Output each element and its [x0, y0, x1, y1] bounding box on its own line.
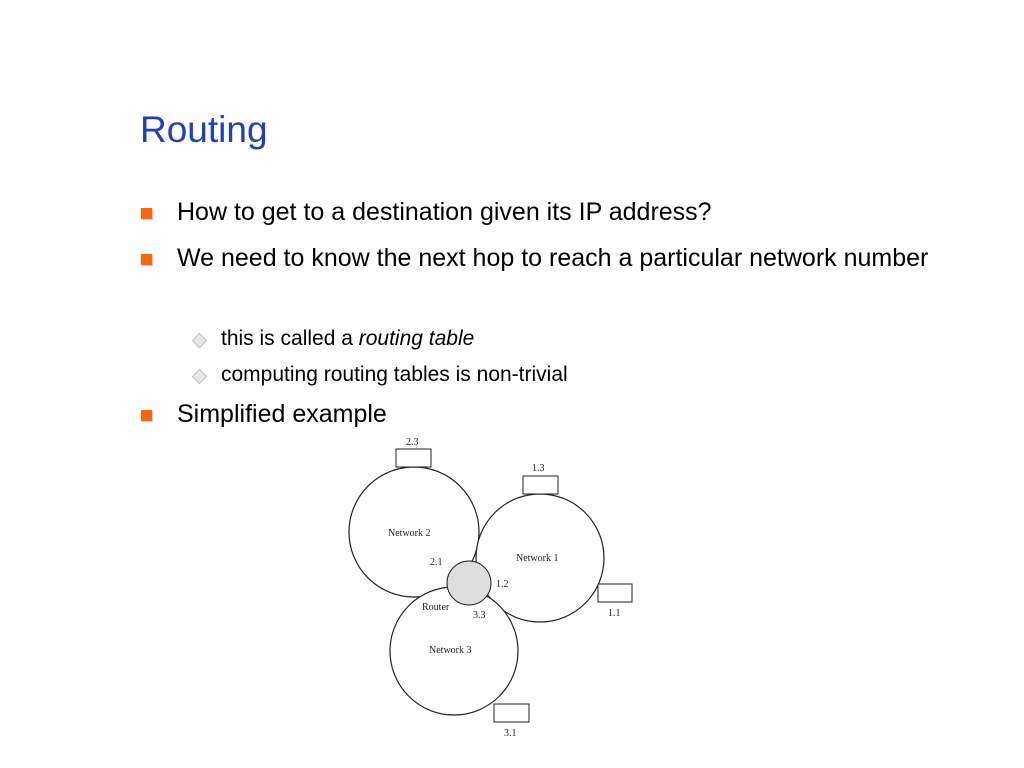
router-circle	[446, 560, 492, 606]
host-box-2-3	[395, 448, 432, 468]
host-box-1-1	[597, 583, 633, 603]
bullet-text: Simplified example	[177, 400, 387, 428]
square-bullet-icon	[141, 254, 152, 265]
host-label-3-1: 3.1	[504, 728, 517, 739]
bullet-text: We need to know the next hop to reach a …	[177, 244, 929, 272]
interface-label-2-1: 2.1	[430, 557, 443, 568]
sub-bullet-item: this is called a routing table	[191, 324, 892, 354]
host-label-1-1: 1.1	[608, 608, 621, 619]
square-bullet-icon	[141, 410, 152, 421]
interface-label-3-3: 3.3	[473, 610, 486, 621]
square-bullet-icon	[141, 208, 152, 219]
sub-bullet-text: computing routing tables is non-trivial	[221, 363, 568, 386]
diamond-bullet-icon	[191, 332, 208, 349]
network-1-label: Network 1	[516, 553, 559, 564]
host-box-3-1	[493, 703, 530, 723]
bullet-item: We need to know the next hop to reach a …	[140, 241, 940, 276]
sub-bullet-prefix: this is called a	[221, 327, 359, 350]
diamond-bullet-icon	[191, 368, 208, 385]
router-label: Router	[422, 602, 450, 613]
bullet-item: Simplified example	[140, 397, 940, 432]
bullet-text: How to get to a destination given its IP…	[177, 198, 712, 226]
network-2-label: Network 2	[388, 528, 431, 539]
bullet-item: How to get to a destination given its IP…	[140, 195, 940, 230]
interface-label-1-2: 1.2	[496, 579, 509, 590]
sub-bullet-emphasis: routing table	[358, 327, 475, 350]
host-label-2-3: 2.3	[406, 437, 419, 448]
network-diagram: 2.3 1.3 1.1 3.1 Network 2 Network 1 Netw…	[348, 437, 633, 739]
network-3-label: Network 3	[429, 645, 472, 656]
sub-bullet-text: this is called a routing table	[221, 324, 892, 354]
sub-bullet-item: computing routing tables is non-trivial	[191, 360, 892, 390]
host-label-1-3: 1.3	[532, 463, 545, 474]
host-box-1-3	[522, 475, 559, 495]
slide-title: Routing	[140, 109, 268, 150]
